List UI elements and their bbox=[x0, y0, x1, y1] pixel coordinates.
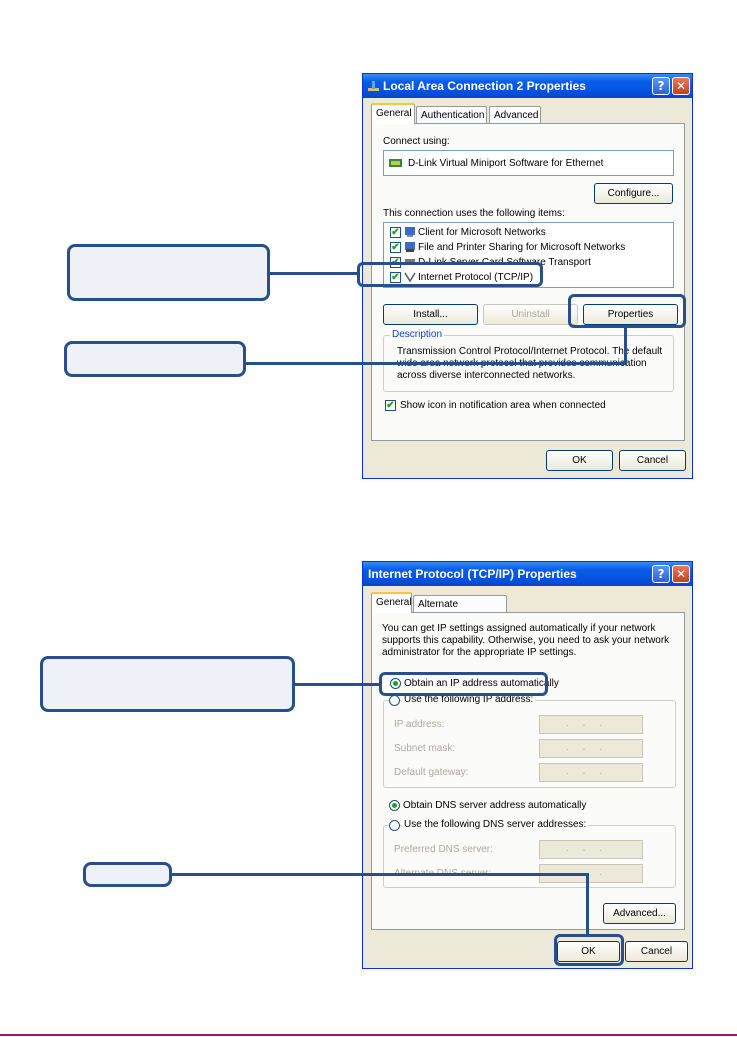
window-title: Internet Protocol (TCP/IP) Properties bbox=[368, 567, 577, 581]
highlight-obtain-ip-option bbox=[379, 672, 548, 696]
item-label: Internet Protocol (TCP/IP) bbox=[418, 272, 534, 283]
configure-button[interactable]: Configure... bbox=[594, 183, 673, 204]
callout-box-properties bbox=[64, 341, 246, 377]
preferred-dns-label: Preferred DNS server: bbox=[394, 844, 493, 855]
checkbox[interactable]: ✔ bbox=[390, 242, 401, 253]
item-label: Client for Microsoft Networks bbox=[418, 227, 546, 238]
obtain-dns-label: Obtain DNS server address automatically bbox=[403, 800, 587, 811]
connect-using-label: Connect using: bbox=[383, 136, 450, 147]
checkbox[interactable]: ✔ bbox=[390, 227, 401, 238]
callout-box-tcpip bbox=[67, 244, 270, 301]
description-legend: Description bbox=[390, 329, 445, 340]
general-tab-panel: Connect using: D-Link Virtual Miniport S… bbox=[371, 123, 685, 441]
callout-connector-line bbox=[270, 272, 359, 275]
callout-connector-line bbox=[246, 362, 627, 365]
tab-alternate-configuration[interactable]: Alternate Configuration bbox=[413, 595, 507, 627]
highlight-properties-button bbox=[568, 294, 686, 328]
help-button[interactable]: ? bbox=[652, 77, 670, 95]
show-icon-checkbox[interactable]: ✔ bbox=[385, 400, 396, 411]
close-button[interactable]: ✕ bbox=[672, 77, 690, 95]
window-title: Local Area Connection 2 Properties bbox=[383, 79, 586, 93]
close-button[interactable]: ✕ bbox=[672, 565, 690, 583]
network-connection-icon bbox=[368, 81, 379, 91]
help-button[interactable]: ? bbox=[652, 565, 670, 583]
cancel-button[interactable]: Cancel bbox=[619, 450, 686, 471]
ok-button[interactable]: OK bbox=[557, 941, 620, 962]
default-gateway-label: Default gateway: bbox=[394, 767, 469, 778]
highlight-tcpip-item bbox=[357, 262, 543, 287]
callout-connector-line bbox=[586, 873, 589, 936]
callout-box-ok bbox=[83, 862, 172, 887]
use-dns-radio[interactable] bbox=[389, 820, 400, 831]
tcpip-properties-window: Internet Protocol (TCP/IP) Properties ? … bbox=[362, 561, 693, 969]
callout-connector-line bbox=[295, 683, 380, 686]
footer-rule bbox=[0, 1034, 737, 1036]
network-adapter-icon bbox=[389, 159, 402, 167]
default-gateway-field[interactable]: ... bbox=[539, 763, 643, 782]
static-ip-group: Use the following IP address: IP address… bbox=[383, 694, 676, 788]
highlight-ok-button bbox=[554, 934, 624, 966]
item-label: File and Printer Sharing for Microsoft N… bbox=[418, 242, 626, 253]
obtain-ip-radio[interactable] bbox=[390, 678, 401, 689]
general-tab-panel: You can get IP settings assigned automat… bbox=[371, 612, 685, 930]
protocol-icon bbox=[404, 272, 416, 283]
obtain-dns-radio[interactable] bbox=[389, 800, 400, 811]
use-ip-radio[interactable] bbox=[389, 695, 400, 706]
subnet-mask-label: Subnet mask: bbox=[394, 743, 456, 754]
ok-button[interactable]: OK bbox=[546, 450, 613, 471]
window-titlebar[interactable]: Local Area Connection 2 Properties bbox=[363, 74, 692, 98]
tab-general[interactable]: General bbox=[371, 103, 415, 124]
ip-address-field[interactable]: ... bbox=[539, 715, 643, 734]
callout-connector-line bbox=[172, 873, 589, 876]
use-dns-label: Use the following DNS server addresses: bbox=[402, 819, 589, 830]
static-dns-group: Use the following DNS server addresses: … bbox=[383, 819, 676, 888]
use-ip-label: Use the following IP address: bbox=[402, 694, 536, 705]
tab-general[interactable]: General bbox=[371, 592, 412, 613]
ip-address-label: IP address: bbox=[394, 719, 445, 730]
tab-advanced[interactable]: Advanced bbox=[489, 106, 541, 124]
callout-box-obtain-ip bbox=[40, 656, 295, 712]
show-icon-label: Show icon in notification area when conn… bbox=[400, 400, 606, 411]
advanced-button[interactable]: Advanced... bbox=[603, 903, 676, 924]
install-button[interactable]: Install... bbox=[383, 304, 478, 325]
cancel-button[interactable]: Cancel bbox=[625, 941, 688, 962]
checkbox[interactable]: ✔ bbox=[390, 272, 401, 283]
subnet-mask-field[interactable]: ... bbox=[539, 739, 643, 758]
client-icon bbox=[405, 227, 415, 237]
window-titlebar[interactable]: Internet Protocol (TCP/IP) Properties bbox=[363, 562, 692, 586]
uninstall-button[interactable]: Uninstall bbox=[483, 304, 578, 325]
adapter-name: D-Link Virtual Miniport Software for Eth… bbox=[408, 158, 604, 169]
adapter-field: D-Link Virtual Miniport Software for Eth… bbox=[383, 150, 674, 176]
items-label: This connection uses the following items… bbox=[383, 208, 565, 219]
file-sharing-icon bbox=[405, 242, 415, 252]
preferred-dns-field[interactable]: ... bbox=[539, 840, 643, 859]
callout-connector-line bbox=[624, 326, 627, 365]
obtain-ip-label: Obtain an IP address automatically bbox=[404, 678, 559, 689]
intro-text: You can get IP settings assigned automat… bbox=[382, 623, 670, 658]
properties-button[interactable]: Properties bbox=[583, 304, 678, 325]
tab-authentication[interactable]: Authentication bbox=[416, 106, 487, 124]
local-area-connection-properties-window: Local Area Connection 2 Properties ? ✕ G… bbox=[362, 73, 693, 479]
